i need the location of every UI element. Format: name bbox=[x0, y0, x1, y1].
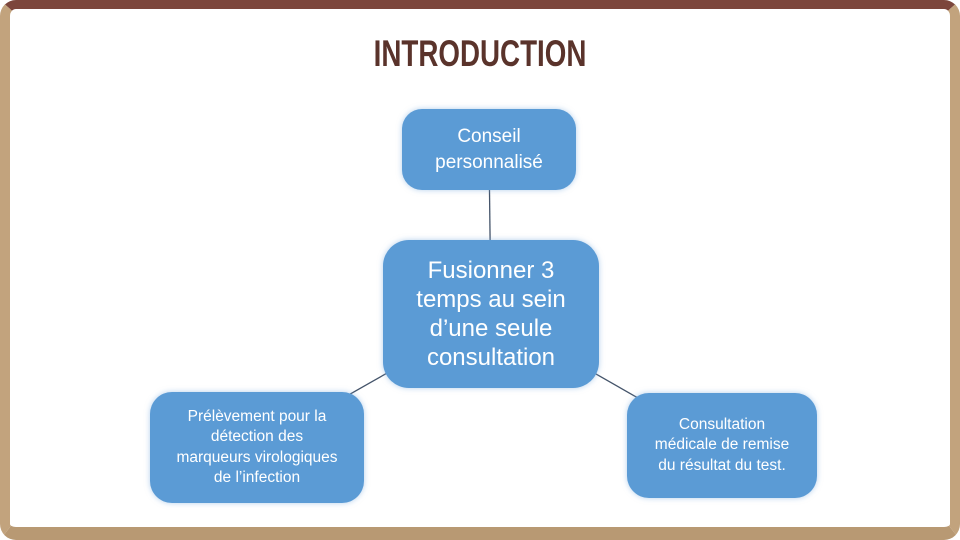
node-prelevement-detection: Prélèvement pour la détection des marque… bbox=[150, 392, 364, 503]
node-label: Prélèvement pour la détection des marque… bbox=[176, 407, 338, 486]
node-consultation-medicale: Consultation médicale de remise du résul… bbox=[627, 393, 817, 498]
node-fusionner-consultation: Fusionner 3 temps au sein d’une seule co… bbox=[383, 240, 599, 388]
node-label: Conseil personnalisé bbox=[435, 126, 543, 173]
node-label: Fusionner 3 temps au sein d’une seule co… bbox=[416, 256, 566, 372]
node-conseil-personnalise: Conseil personnalisé bbox=[402, 109, 576, 190]
page-title: INTRODUCTION bbox=[373, 33, 587, 74]
node-label: Consultation médicale de remise du résul… bbox=[654, 415, 790, 474]
